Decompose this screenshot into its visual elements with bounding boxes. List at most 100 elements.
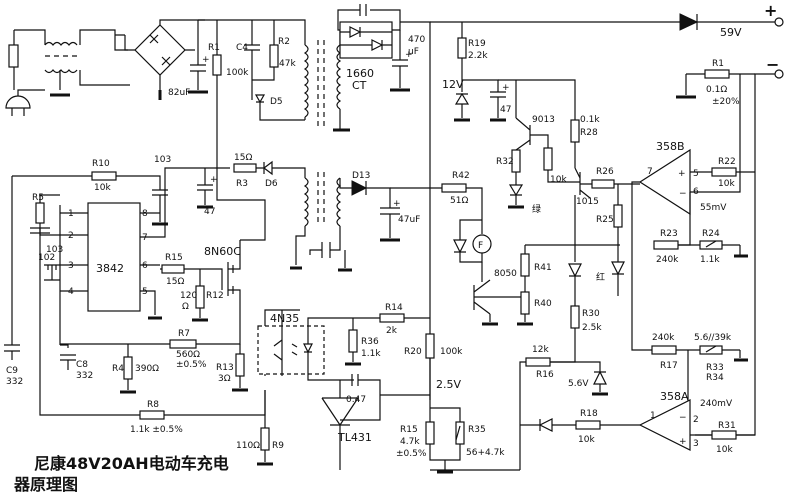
- current-sense: R7 560Ω ±0.5% R4 390Ω R13 3Ω: [60, 320, 248, 394]
- svg-text:R34: R34: [706, 373, 724, 383]
- svg-text:+: +: [679, 437, 687, 447]
- cap-82-label: 82uF: [168, 88, 190, 98]
- svg-text:1015: 1015: [576, 197, 599, 207]
- svg-text:3: 3: [693, 439, 699, 449]
- svg-text:10k: 10k: [94, 183, 111, 193]
- svg-text:R40: R40: [534, 299, 552, 309]
- r10-network: R10 10k 103 C9 332: [4, 155, 171, 387]
- r5-c103: R5 103 102: [30, 193, 63, 281]
- svg-text:10k: 10k: [718, 179, 735, 189]
- title-line2: 器原理图: [13, 475, 78, 494]
- svg-text:−: −: [679, 189, 687, 199]
- svg-text:0.47: 0.47: [346, 395, 366, 405]
- led-indicator-section: R19 2.2k 12V + 47 9013 R32 绿 10k 0.1k R2…: [442, 22, 640, 430]
- svg-text:±20%: ±20%: [712, 97, 740, 107]
- svg-text:R17: R17: [660, 361, 678, 371]
- svg-text:358A: 358A: [660, 390, 689, 403]
- r17-r33: 240k R17 5.6//39k R33 R34: [651, 333, 748, 425]
- svg-text:R24: R24: [702, 229, 720, 239]
- r8-r9: R8 1.1k ±0.5% R9 110Ω: [39, 235, 300, 466]
- q8050: 8050 R41 R40: [473, 244, 620, 326]
- svg-text:R2: R2: [278, 37, 290, 47]
- svg-text:100k: 100k: [226, 68, 249, 78]
- svg-text:+: +: [202, 55, 210, 65]
- svg-text:R13: R13: [216, 363, 234, 373]
- svg-text:±0.5%: ±0.5%: [396, 449, 427, 459]
- uc3842-controller: 3842 1 2 3 4 8 7 6 5: [59, 167, 217, 345]
- tl431: TL431 0.47: [321, 374, 430, 470]
- mosfet-8n60c: R15 15Ω 8N60C 120 Ω R12: [160, 228, 266, 322]
- r23-r24: R23 240k R24 1.1k: [631, 181, 748, 351]
- ref-divider: 2.5V R15 4.7k ±0.5% R35 56+4.7k: [396, 358, 505, 474]
- svg-text:+: +: [502, 83, 510, 93]
- svg-text:R41: R41: [534, 263, 552, 273]
- svg-text:1: 1: [68, 209, 74, 219]
- svg-text:1660: 1660: [346, 67, 374, 80]
- svg-text:R25: R25: [596, 215, 614, 225]
- svg-text:D5: D5: [270, 97, 283, 107]
- startup-snubber: R1 100k C4 R2 47k D5: [208, 19, 306, 169]
- aux-supply: D13 + 47uF R42 51Ω F: [351, 171, 492, 263]
- svg-text:1.1k: 1.1k: [700, 255, 720, 265]
- svg-text:470: 470: [408, 35, 425, 45]
- svg-text:C8: C8: [76, 360, 88, 370]
- svg-text:332: 332: [6, 377, 23, 387]
- svg-text:+: +: [393, 199, 401, 209]
- output-rectifier: 1660 CT + 470 uF: [337, 4, 680, 400]
- svg-text:2.2k: 2.2k: [468, 51, 488, 61]
- svg-text:−: −: [679, 413, 687, 423]
- svg-text:6: 6: [142, 261, 148, 271]
- svg-text:R22: R22: [718, 157, 736, 167]
- svg-text:110Ω: 110Ω: [236, 441, 260, 451]
- svg-text:2: 2: [68, 231, 74, 241]
- svg-text:15Ω: 15Ω: [234, 153, 252, 163]
- svg-text:0.1Ω: 0.1Ω: [706, 85, 727, 95]
- ac-input: [5, 29, 130, 116]
- svg-text:2.5k: 2.5k: [582, 323, 602, 333]
- svg-text:10k: 10k: [716, 445, 733, 455]
- bootstrap: 15Ω R3 D6 + 47: [197, 153, 285, 228]
- svg-text:7: 7: [142, 233, 148, 243]
- cap-82uf: + 82uF: [168, 20, 210, 98]
- svg-text:5.6V: 5.6V: [568, 379, 589, 389]
- svg-text:R31: R31: [718, 421, 736, 431]
- svg-text:4: 4: [68, 287, 74, 297]
- svg-text:8N60C: 8N60C: [204, 245, 241, 258]
- opamp-358b: 358B 7 + − 5 6 R22 10k 55mV: [638, 74, 755, 246]
- svg-text:R1: R1: [712, 59, 724, 69]
- svg-text:−: −: [766, 55, 779, 74]
- svg-text:1: 1: [650, 411, 656, 421]
- svg-text:R12: R12: [206, 291, 224, 301]
- svg-text:103: 103: [154, 155, 171, 165]
- svg-text:红: 红: [596, 271, 605, 283]
- svg-text:R1: R1: [208, 43, 220, 53]
- svg-text:55mV: 55mV: [700, 203, 727, 213]
- svg-text:D13: D13: [352, 171, 370, 181]
- svg-text:2: 2: [693, 415, 699, 425]
- svg-text:240k: 240k: [656, 255, 679, 265]
- svg-text:120: 120: [180, 291, 197, 301]
- svg-text:绿: 绿: [532, 203, 541, 215]
- bridge-rectifier: [114, 19, 265, 100]
- svg-text:Ω: Ω: [182, 302, 189, 312]
- svg-text:7: 7: [647, 167, 653, 177]
- svg-text:5.6//39k: 5.6//39k: [694, 333, 732, 343]
- svg-text:+: +: [764, 1, 777, 20]
- svg-text:R14: R14: [385, 303, 403, 313]
- svg-text:R35: R35: [468, 425, 486, 435]
- svg-text:uF: uF: [408, 47, 419, 57]
- output-terminals: 59V + − R1 0.1Ω ±20%: [676, 1, 784, 436]
- zener-r16: 12k R16 5.6V: [525, 345, 608, 396]
- svg-text:+: +: [678, 169, 686, 179]
- cap-c8: C8 332: [60, 344, 93, 381]
- svg-text:R28: R28: [580, 128, 598, 138]
- svg-text:R16: R16: [536, 370, 554, 380]
- svg-text:R23: R23: [660, 229, 678, 239]
- svg-text:2.5V: 2.5V: [436, 378, 461, 391]
- svg-text:C9: C9: [6, 366, 18, 376]
- svg-text:R9: R9: [272, 441, 284, 451]
- svg-text:47k: 47k: [279, 59, 296, 69]
- svg-text:4N35: 4N35: [270, 312, 299, 325]
- svg-text:560Ω: 560Ω: [176, 350, 200, 360]
